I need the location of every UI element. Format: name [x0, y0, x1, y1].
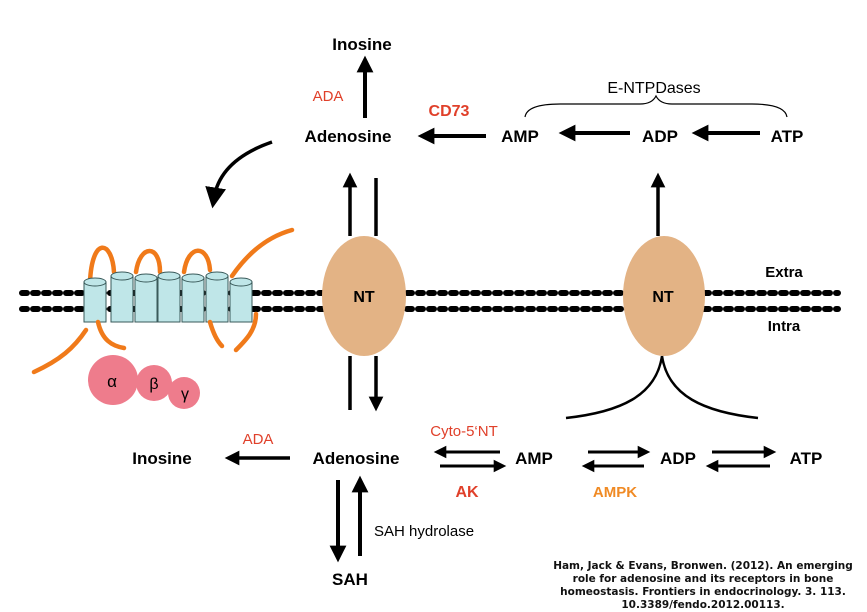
adp-bottom-label: ADP [660, 449, 696, 468]
nt-left-transporter [322, 236, 406, 356]
adp-top-label: ADP [642, 127, 678, 146]
nt-right-funnel [565, 355, 759, 420]
adenosine-top-label: Adenosine [305, 127, 392, 146]
sah-label: SAH [332, 570, 368, 589]
entpdases-label: E-NTPDases [607, 80, 700, 97]
adenosine-to-receptor-curved-arrow [205, 140, 273, 209]
cyto5nt-label: Cyto-5‘NT [430, 423, 498, 440]
amp-bottom-label: AMP [515, 449, 553, 468]
nt-left-label: NT [353, 289, 375, 306]
entpdases-brace [524, 94, 788, 118]
inosine-top-label: Inosine [332, 35, 392, 54]
amp-top-label: AMP [501, 127, 539, 146]
beta-label: β [149, 376, 158, 393]
adenosine-receptor [31, 227, 295, 375]
nt-right-transporter [623, 236, 705, 356]
intra-label: Intra [768, 318, 801, 335]
ampk-label: AMPK [593, 484, 637, 501]
extra-label: Extra [765, 264, 803, 281]
citation: Ham, Jack & Evans, Bronwen. (2012). An e… [553, 560, 853, 611]
atp-bottom-label: ATP [790, 449, 823, 468]
cd73-label: CD73 [429, 103, 470, 120]
receptor-helices [83, 271, 253, 323]
atp-top-label: ATP [771, 127, 804, 146]
receptor-loops [31, 227, 295, 375]
g-protein-alpha [88, 355, 138, 405]
adenosine-bottom-label: Adenosine [313, 449, 400, 468]
g-protein-beta [136, 365, 172, 401]
ak-label: AK [455, 484, 479, 501]
ada-bottom-label: ADA [243, 431, 274, 448]
g-protein-gamma [168, 377, 200, 409]
alpha-label: α [107, 372, 117, 391]
ada-top-label: ADA [313, 88, 344, 105]
gamma-label: γ [181, 386, 189, 403]
g-protein: α β γ [88, 355, 200, 409]
inosine-bottom-label: Inosine [132, 449, 192, 468]
sah-hydrolase-label: SAH hydrolase [374, 523, 474, 540]
nt-right-label: NT [652, 289, 674, 306]
